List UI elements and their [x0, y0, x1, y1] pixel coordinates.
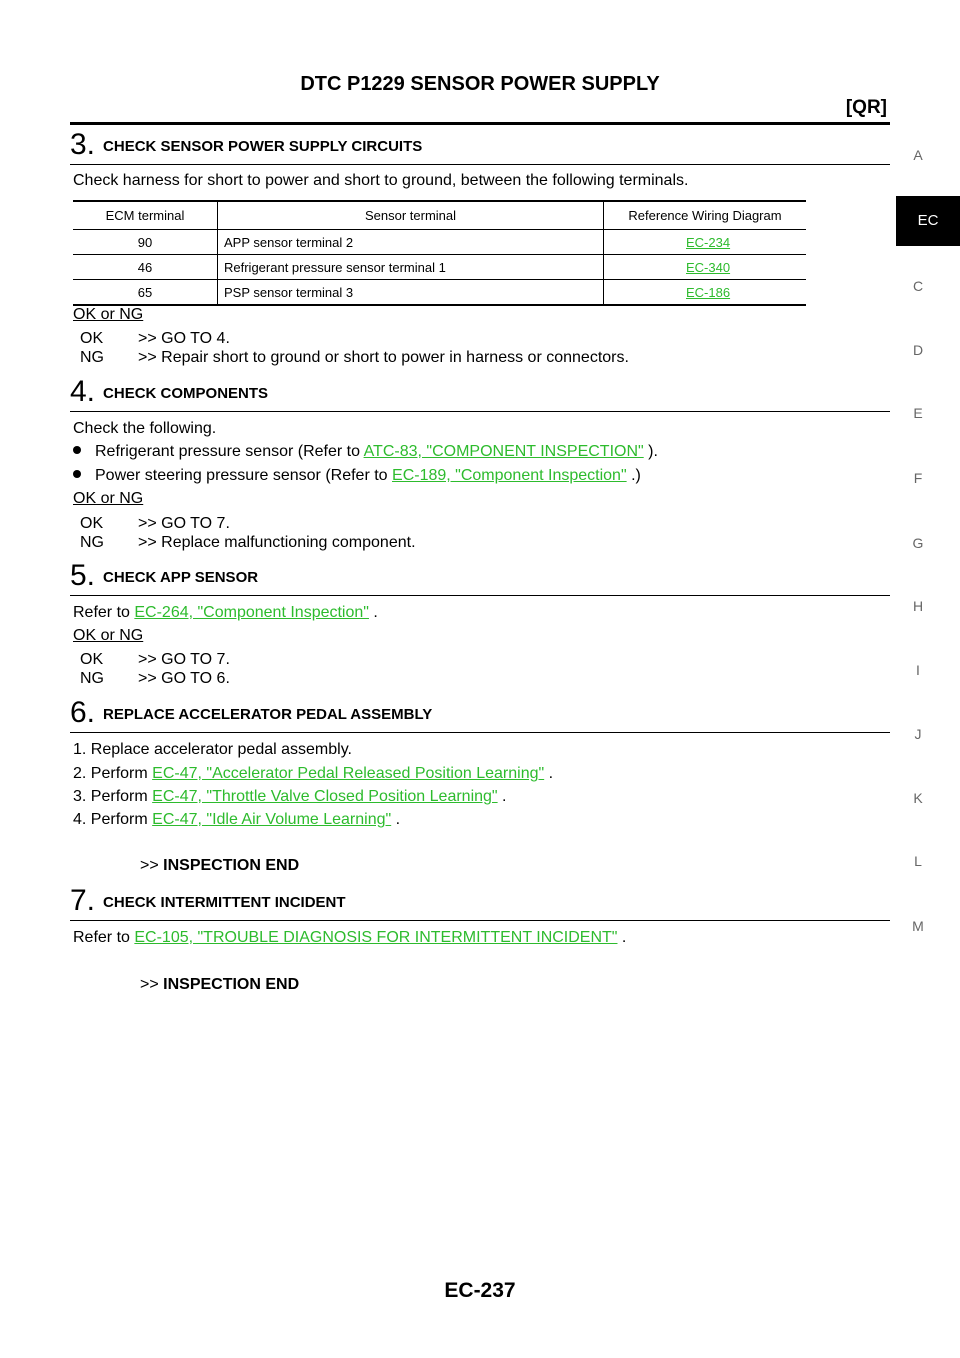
ec-47-throttle-link[interactable]: EC-47, "Throttle Valve Closed Position L… — [152, 788, 498, 805]
index-tab[interactable]: G — [912, 535, 924, 551]
index-tab[interactable]: F — [913, 470, 923, 486]
inspection-end: >> INSPECTION END — [140, 857, 300, 874]
step-rule — [70, 732, 890, 733]
step-number: 6. — [70, 696, 96, 729]
result-key: NG — [80, 534, 104, 551]
index-tab[interactable]: C — [912, 278, 924, 294]
step-7-text: Refer to EC-105, "TROUBLE DIAGNOSIS FOR … — [73, 929, 627, 946]
bullet-icon — [73, 470, 81, 478]
step-3-text: Check harness for short to power and sho… — [73, 172, 689, 189]
table-cell: 90 — [73, 229, 218, 255]
wiring-diagram-link[interactable]: EC-234 — [686, 234, 731, 250]
result-key: NG — [80, 349, 104, 366]
result-value: >> GO TO 7. — [138, 515, 230, 532]
step-rule — [70, 164, 890, 165]
table-cell: APP sensor terminal 2 — [217, 229, 604, 255]
result-value: >> GO TO 6. — [138, 670, 230, 687]
step-rule — [70, 411, 890, 412]
table-cell: Refrigerant pressure sensor terminal 1 — [217, 254, 604, 280]
step-number: 5. — [70, 559, 96, 592]
step-3-heading: 3. CHECK SENSOR POWER SUPPLY CIRCUITS — [70, 128, 890, 165]
step-rule — [70, 595, 890, 596]
ec-264-link[interactable]: EC-264, "Component Inspection" — [134, 604, 369, 621]
numbered-item: 2. Perform EC-47, "Accelerator Pedal Rel… — [73, 765, 554, 782]
index-tab[interactable]: D — [912, 342, 924, 358]
bullet-item: Power steering pressure sensor (Refer to… — [73, 467, 641, 485]
table-cell: PSP sensor terminal 3 — [217, 279, 604, 306]
result-key: OK — [80, 515, 104, 532]
step-title: CHECK INTERMITTENT INCIDENT — [103, 894, 346, 911]
step-4-heading: 4. CHECK COMPONENTS — [70, 375, 890, 412]
ok-or-ng-label: OK or NG — [73, 490, 144, 507]
wiring-diagram-link[interactable]: EC-340 — [686, 259, 731, 275]
table-row: 46 Refrigerant pressure sensor terminal … — [73, 254, 806, 280]
page-title: DTC P1229 SENSOR POWER SUPPLY — [300, 73, 660, 95]
table-cell: 65 — [73, 279, 218, 306]
index-tab[interactable]: H — [912, 598, 924, 614]
step-rule — [70, 920, 890, 921]
index-tab[interactable]: A — [913, 147, 923, 163]
ec-105-link[interactable]: EC-105, "TROUBLE DIAGNOSIS FOR INTERMITT… — [134, 929, 618, 946]
ok-or-ng-label: OK or NG — [73, 627, 144, 644]
index-tab[interactable]: M — [912, 918, 924, 934]
step-title: REPLACE ACCELERATOR PEDAL ASSEMBLY — [103, 706, 433, 723]
index-tab-active[interactable]: EC — [896, 196, 960, 246]
step-title: CHECK SENSOR POWER SUPPLY CIRCUITS — [103, 138, 423, 155]
index-tab[interactable]: K — [913, 790, 923, 806]
step-4-text: Check the following. — [73, 420, 217, 437]
result-value: >> GO TO 7. — [138, 651, 230, 668]
column-header: Reference Wiring Diagram — [603, 200, 806, 230]
step-title: CHECK APP SENSOR — [103, 569, 259, 586]
column-header: ECM terminal — [73, 200, 218, 230]
result-key: OK — [80, 651, 104, 668]
ec-47-idle-link[interactable]: EC-47, "Idle Air Volume Learning" — [152, 811, 392, 828]
step-number: 7. — [70, 884, 96, 917]
header-rule — [70, 122, 890, 125]
step-5-heading: 5. CHECK APP SENSOR — [70, 559, 890, 596]
index-tab[interactable]: E — [913, 405, 923, 421]
result-value: >> Repair short to ground or short to po… — [138, 349, 629, 366]
result-key: NG — [80, 670, 104, 687]
step-7-heading: 7. CHECK INTERMITTENT INCIDENT — [70, 884, 890, 921]
table-row: 90 APP sensor terminal 2 EC-234 — [73, 229, 806, 255]
engine-code: [QR] — [845, 97, 887, 118]
inspection-end: >> INSPECTION END — [140, 976, 300, 993]
result-key: OK — [80, 330, 104, 347]
numbered-item: 4. Perform EC-47, "Idle Air Volume Learn… — [73, 811, 401, 828]
step-number: 4. — [70, 375, 96, 408]
page-number: EC-237 — [444, 1279, 516, 1302]
table-header-row: ECM terminal Sensor terminal Reference W… — [73, 200, 806, 230]
index-tab[interactable]: I — [916, 662, 920, 678]
step-number: 3. — [70, 128, 96, 161]
ok-or-ng-label: OK or NG — [73, 306, 144, 323]
ec-189-link[interactable]: EC-189, "Component Inspection" — [392, 467, 627, 484]
section-index: A EC C D E F G H I J K L M — [896, 0, 960, 1358]
ng-result: NG >> GO TO 6. — [80, 669, 230, 689]
column-header: Sensor terminal — [217, 200, 604, 230]
table-cell: 46 — [73, 254, 218, 280]
ec-47-pedal-link[interactable]: EC-47, "Accelerator Pedal Released Posit… — [152, 765, 545, 782]
numbered-item: 3. Perform EC-47, "Throttle Valve Closed… — [73, 788, 507, 805]
ok-result: OK >> GO TO 4. — [80, 329, 230, 349]
result-value: >> GO TO 4. — [138, 330, 230, 347]
step-6-heading: 6. REPLACE ACCELERATOR PEDAL ASSEMBLY — [70, 696, 890, 733]
result-value: >> Replace malfunctioning component. — [138, 534, 416, 551]
table-row: 65 PSP sensor terminal 3 EC-186 — [73, 279, 806, 306]
index-tab[interactable]: J — [914, 726, 922, 742]
step-5-text: Refer to EC-264, "Component Inspection" … — [73, 604, 378, 621]
ok-result: OK >> GO TO 7. — [80, 650, 230, 670]
wiring-diagram-link[interactable]: EC-186 — [686, 284, 731, 300]
bullet-icon — [73, 446, 81, 454]
step-title: CHECK COMPONENTS — [103, 385, 269, 402]
terminal-table: ECM terminal Sensor terminal Reference W… — [73, 200, 806, 306]
ng-result: NG >> Replace malfunctioning component. — [80, 533, 416, 553]
ng-result: NG >> Repair short to ground or short to … — [80, 348, 629, 368]
bullet-item: Refrigerant pressure sensor (Refer to AT… — [73, 443, 658, 461]
index-tab[interactable]: L — [914, 853, 922, 869]
ok-result: OK >> GO TO 7. — [80, 514, 230, 534]
numbered-item: 1. Replace accelerator pedal assembly. — [73, 741, 352, 758]
atc-83-link[interactable]: ATC-83, "COMPONENT INSPECTION" — [363, 443, 644, 460]
